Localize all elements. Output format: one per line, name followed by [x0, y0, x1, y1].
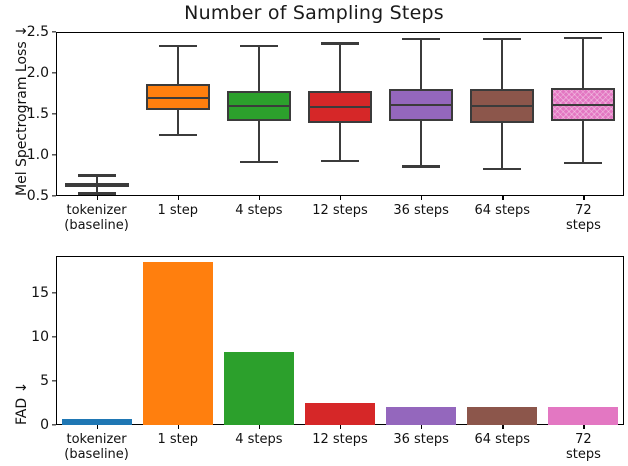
y-tick-mark [52, 31, 56, 33]
whisker-lower [95, 185, 98, 194]
x-tick-label: 12 steps [312, 432, 368, 447]
whisker-lower [257, 120, 260, 163]
y-tick-label: 2.0 [26, 65, 49, 81]
bar [467, 406, 538, 425]
x-tick-mark [96, 425, 98, 429]
y-tick-label: 10 [31, 328, 49, 345]
y-tick-label: 15 [31, 284, 49, 301]
whisker-upper [338, 43, 342, 92]
cap-lower [483, 167, 522, 170]
x-tick-mark [583, 196, 585, 200]
cap-upper [77, 174, 116, 177]
barchart-axes-frame [56, 256, 624, 425]
bar [223, 351, 294, 425]
cap-lower [321, 159, 359, 162]
whisker-lower [501, 123, 504, 169]
barchart-panel: FAD ↓ 0 5 10 15 tokenizer (baseline) 1 step 4… [0, 245, 628, 466]
x-tick-label: tokenizer (baseline) [64, 203, 129, 234]
x-tick-mark [258, 196, 261, 200]
cap-upper [158, 44, 197, 47]
x-tick-label: 1 step [157, 203, 198, 218]
x-tick-mark [502, 196, 504, 200]
y-tick-mark [52, 292, 56, 294]
x-tick-label: 72 steps [565, 203, 601, 234]
y-tick-label: 0.5 [26, 188, 49, 204]
median-line [470, 104, 535, 107]
x-tick-mark [340, 425, 342, 429]
y-tick-mark [52, 424, 56, 426]
median-line [226, 104, 291, 107]
x-tick-label: 36 steps [393, 432, 449, 447]
bar [386, 406, 457, 425]
bar [548, 406, 619, 425]
x-tick-mark [177, 425, 179, 429]
y-tick-mark [52, 195, 56, 197]
median-line [308, 106, 372, 109]
x-tick-label: 4 steps [235, 203, 283, 218]
x-tick-label: 12 steps [312, 203, 368, 218]
cap-lower [239, 161, 278, 164]
x-tick-label: tokenizer (baseline) [64, 432, 129, 463]
y-tick-mark [52, 113, 56, 115]
x-tick-label: 36 steps [393, 203, 449, 218]
whisker-lower [338, 123, 342, 161]
median-line [551, 103, 616, 107]
x-tick-mark [340, 196, 342, 200]
x-tick-mark [502, 425, 504, 429]
bar [305, 402, 375, 425]
y-tick-mark [52, 72, 56, 74]
median-line [64, 183, 129, 186]
cap-upper [321, 42, 359, 45]
cap-upper [402, 38, 441, 41]
whisker-lower [176, 109, 179, 136]
whisker-upper [176, 45, 179, 85]
cap-upper [239, 44, 278, 47]
whisker-upper [257, 45, 260, 92]
x-tick-mark [177, 196, 179, 200]
page-title: Number of Sampling Steps [184, 2, 444, 24]
barchart-y-axis-label: FAD ↓ [14, 381, 30, 425]
x-tick-mark [421, 425, 423, 429]
x-tick-label: 4 steps [235, 432, 283, 447]
x-tick-mark [583, 425, 585, 429]
y-tick-mark [52, 380, 56, 382]
x-tick-mark [421, 196, 423, 200]
x-tick-mark [258, 425, 261, 429]
cap-lower [564, 162, 603, 165]
whisker-upper [95, 175, 98, 183]
y-tick-label: 1.0 [26, 147, 49, 163]
x-tick-label: 72 steps [565, 432, 601, 463]
median-line [389, 103, 454, 107]
x-tick-label: 1 step [157, 432, 198, 447]
cap-upper [483, 38, 522, 41]
cap-lower [77, 192, 116, 195]
x-tick-label: 64 steps [474, 203, 531, 218]
bar [142, 262, 213, 425]
cap-upper [564, 36, 603, 39]
whisker-upper [582, 37, 585, 88]
y-tick-label: 5 [40, 372, 49, 389]
y-tick-label: 2.5 [26, 24, 49, 40]
bar [61, 418, 132, 425]
cap-lower [402, 165, 441, 168]
y-tick-mark [52, 154, 56, 156]
whisker-lower [420, 121, 423, 167]
median-line [145, 96, 210, 99]
whisker-upper [420, 39, 423, 90]
x-tick-mark [96, 196, 98, 200]
cap-lower [158, 134, 197, 137]
y-tick-label: 0 [40, 417, 49, 433]
whisker-lower [582, 121, 585, 164]
y-tick-label: 1.5 [26, 106, 49, 122]
x-tick-label: 64 steps [474, 432, 531, 447]
y-tick-mark [52, 336, 56, 338]
whisker-upper [501, 39, 504, 90]
